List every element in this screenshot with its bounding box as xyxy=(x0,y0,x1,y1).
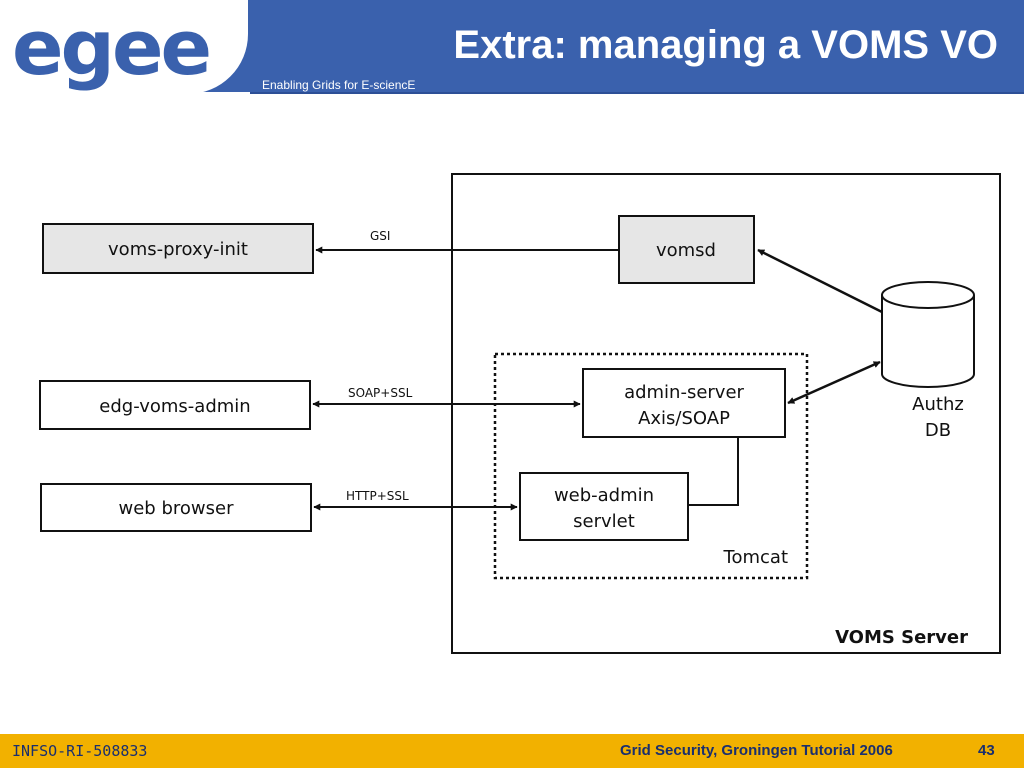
edg-voms-admin-label: edg-voms-admin xyxy=(99,396,250,417)
admin-server-label-line1: admin-server xyxy=(624,382,744,403)
authz-db-cylinder xyxy=(881,281,975,388)
gsi-label: GSI xyxy=(370,229,390,243)
egee-logo: egee xyxy=(12,3,212,92)
web-admin-label-line1: web-admin xyxy=(554,485,654,506)
web-browser-label: web browser xyxy=(119,498,235,519)
authz-db-label-line2: DB xyxy=(925,420,951,441)
footer-project-id: INFSO-RI-508833 xyxy=(12,742,148,760)
edg-voms-admin-box xyxy=(39,380,311,430)
tagline: Enabling Grids for E-sciencE xyxy=(262,78,416,92)
tomcat-label: Tomcat xyxy=(723,547,788,568)
page-number: 43 xyxy=(978,742,995,759)
web-browser-box xyxy=(40,483,312,532)
voms-proxy-init-box xyxy=(42,223,314,274)
logo-area: egee xyxy=(0,0,248,94)
admin-server-box xyxy=(582,368,786,438)
voms-proxy-init-label: voms-proxy-init xyxy=(108,239,248,260)
voms-server-label: VOMS Server xyxy=(835,627,968,648)
db-to-vomsd-connector xyxy=(757,248,883,314)
admin-to-web-admin-connector xyxy=(688,437,739,506)
footer-bar xyxy=(0,734,1024,768)
web-admin-label-line2: servlet xyxy=(573,511,635,532)
soap-ssl-label: SOAP+SSL xyxy=(348,386,413,400)
header-underline xyxy=(250,92,1024,94)
authz-db-label-line1: Authz xyxy=(912,394,964,415)
admin-server-label-line2: Axis/SOAP xyxy=(638,408,730,429)
footer-event-title: Grid Security, Groningen Tutorial 2006 xyxy=(620,742,893,759)
vomsd-box xyxy=(618,215,755,284)
db-to-admin-server-connector xyxy=(787,360,881,405)
voms-architecture-diagram: VOMS Server Tomcat voms-proxy-init edg-v… xyxy=(39,173,1001,654)
vomsd-label: vomsd xyxy=(656,240,716,261)
http-ssl-label: HTTP+SSL xyxy=(346,489,409,503)
web-admin-box xyxy=(519,472,689,541)
slide-title: Extra: managing a VOMS VO xyxy=(453,23,998,67)
tomcat-container xyxy=(493,352,809,580)
egee-logo-text: egee xyxy=(12,3,209,92)
